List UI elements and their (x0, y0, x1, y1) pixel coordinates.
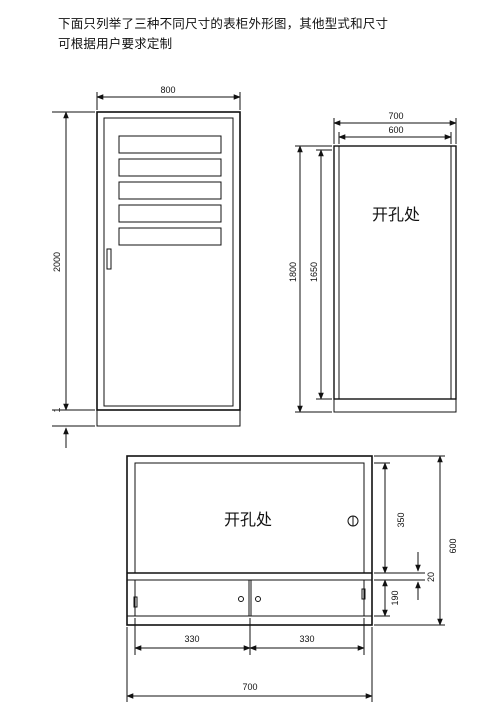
lock-icon (255, 596, 261, 602)
cabinet-3-gap-label: 20 (426, 572, 436, 582)
door-handle (106, 248, 112, 270)
cabinet-1-door (103, 117, 234, 407)
intro-line-2: 可根据用户要求定制 (58, 36, 173, 51)
cabinet-2 (295, 118, 457, 413)
intro-line-1: 下面只列举了三种不同尺寸的表柜外形图，其他型式和尺寸 (58, 16, 389, 31)
instrument-panel (118, 204, 222, 223)
cabinet-3 (126, 455, 445, 702)
cabinet-3-right-door-label: 330 (299, 634, 314, 644)
cabinet-3-left-door-label: 330 (184, 634, 199, 644)
cabinet-1-height-label: 2000 (52, 252, 62, 272)
cabinet-2-base (333, 398, 457, 413)
cabinet-3-upper-height-label: 350 (396, 512, 406, 527)
cabinet-3-cutout-label: 开孔处 (224, 510, 272, 529)
cabinet-3-lower-height-label: 190 (390, 590, 400, 605)
cabinet-2-body (333, 145, 457, 400)
cabinet-1-body (96, 111, 241, 411)
instrument-panel (118, 158, 222, 177)
cabinet-2-inner-width-label: 600 (388, 125, 403, 135)
cabinet-1-base-label: 1 (52, 407, 62, 412)
cabinet-2-outer-width-label: 700 (388, 111, 403, 121)
lock-icon (238, 596, 244, 602)
instrument-panel (118, 135, 222, 154)
cabinet-1-width-label: 800 (160, 85, 175, 95)
cabinet-2-cutout-label: 开孔处 (372, 205, 420, 224)
hinge (361, 588, 366, 600)
cabinet-3-total-width-label: 700 (242, 682, 257, 692)
hinge (133, 596, 138, 608)
cabinet-1-base (96, 409, 241, 427)
cabinet-1 (52, 92, 241, 448)
cabinet-2-inner-height-label: 1650 (309, 262, 319, 282)
instrument-panel (118, 181, 222, 200)
cabinet-2-outer-height-label: 1800 (288, 262, 298, 282)
intro-text: 下面只列举了三种不同尺寸的表柜外形图，其他型式和尺寸 可根据用户要求定制 (58, 14, 488, 54)
instrument-panel (118, 227, 222, 246)
cabinet-3-total-height-label: 600 (448, 538, 458, 553)
cabinet-1-panels (118, 135, 222, 246)
